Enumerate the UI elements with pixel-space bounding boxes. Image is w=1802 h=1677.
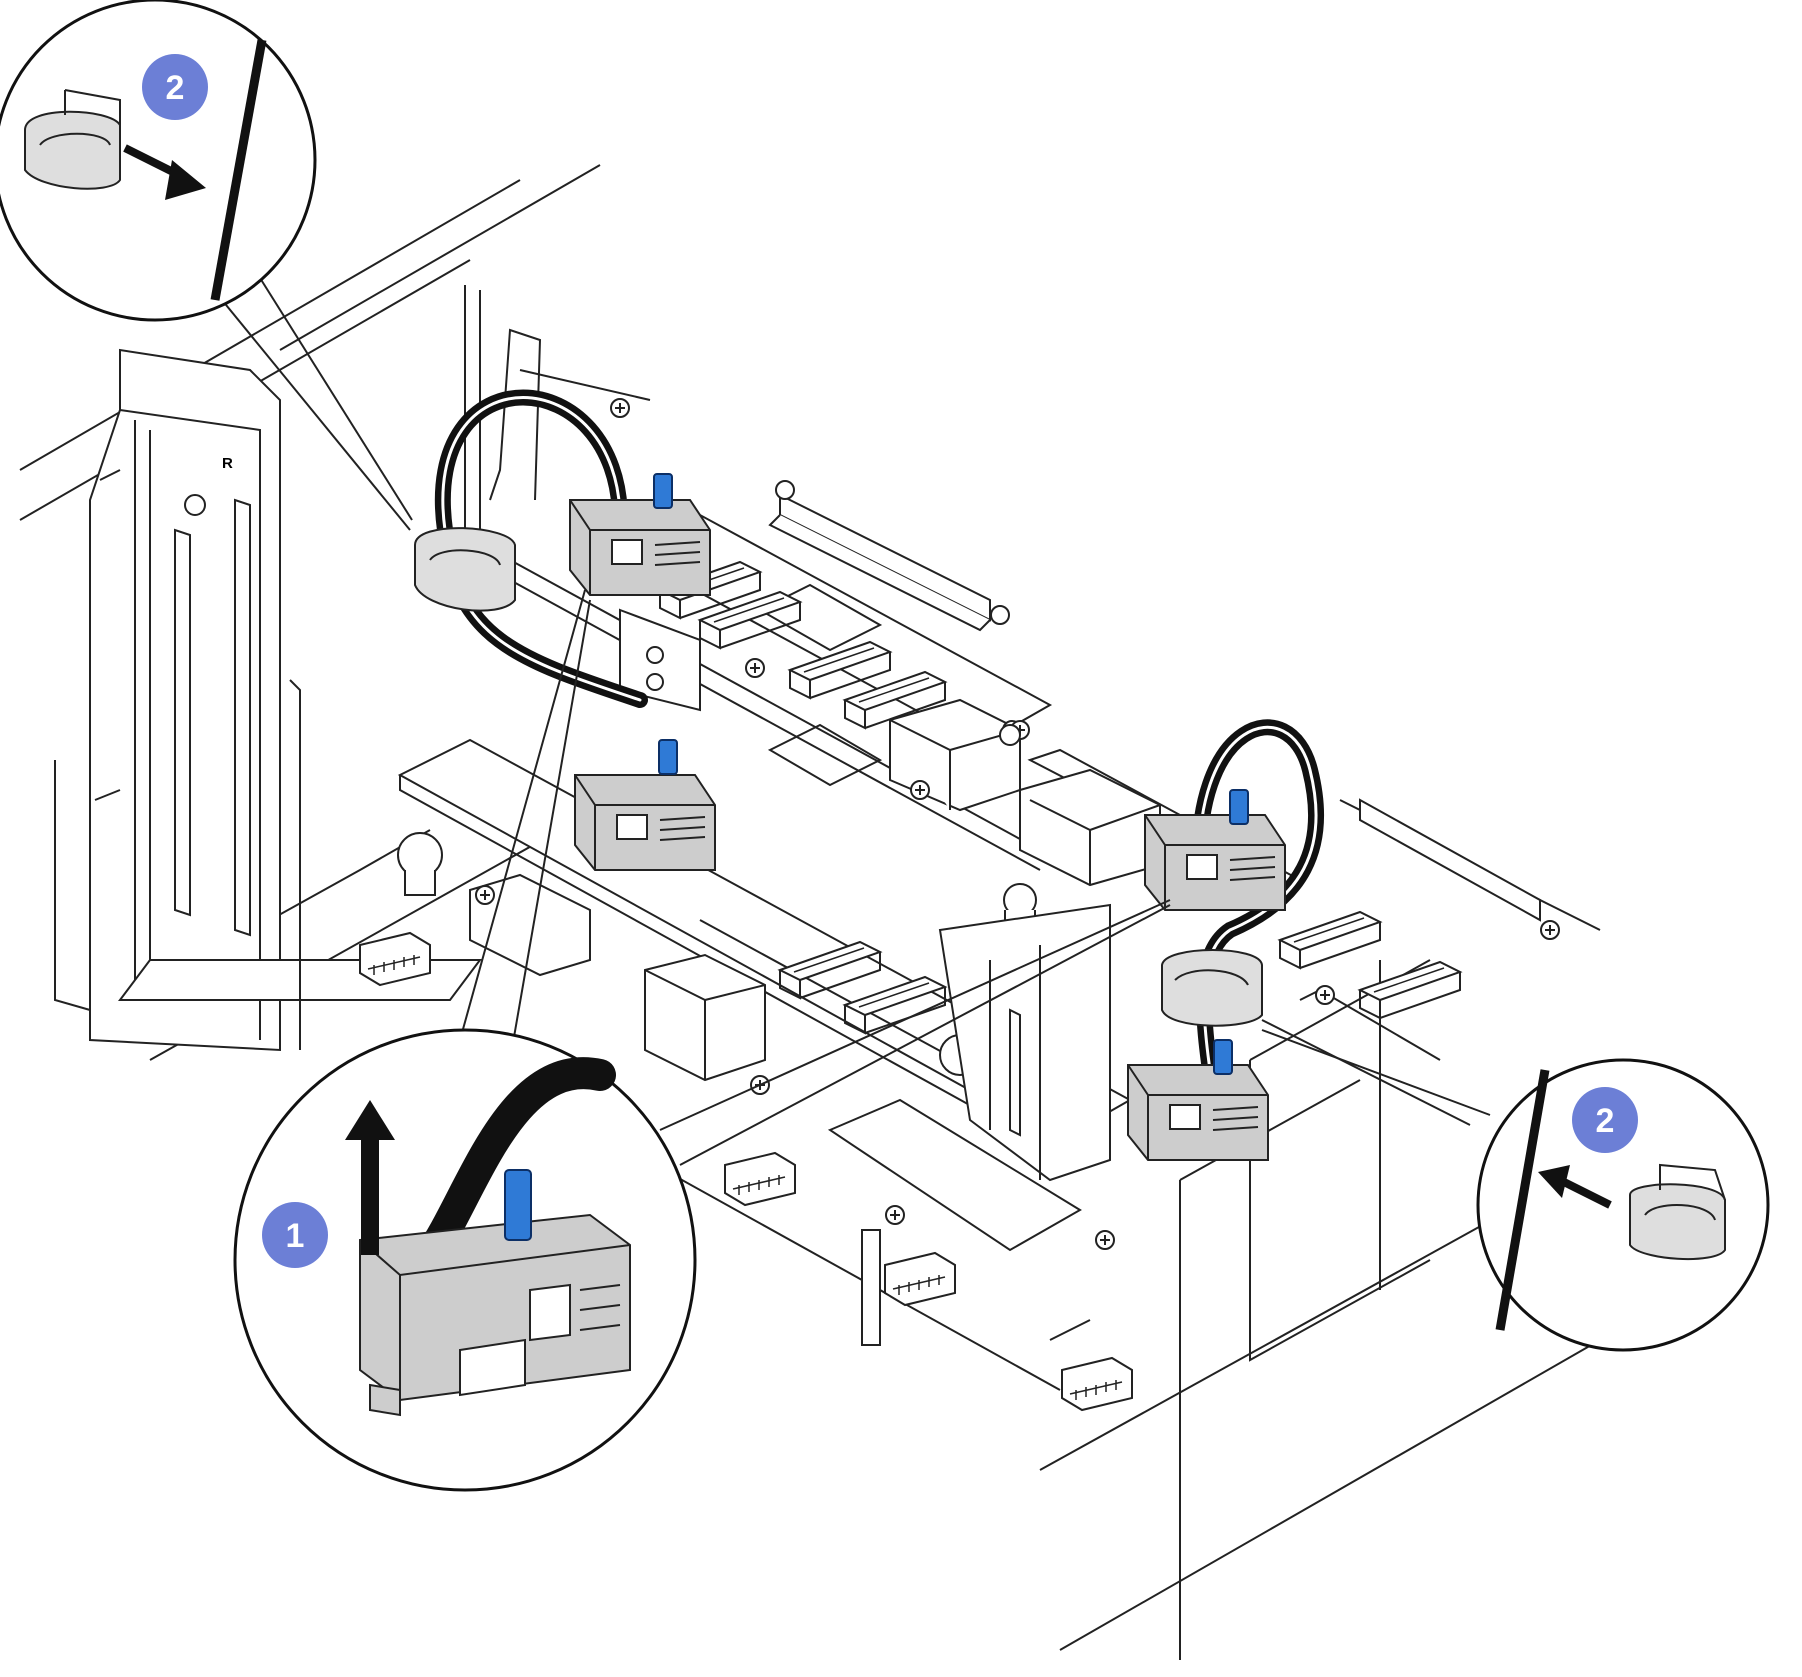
riser-label: R xyxy=(222,455,233,472)
zoom-circle-step-1 xyxy=(233,1028,697,1492)
connector-upper-left xyxy=(569,473,711,596)
step-2-lower-badge: 2 xyxy=(1572,1087,1638,1153)
connector-mid-left xyxy=(574,739,716,871)
long-bar-connector xyxy=(768,480,1541,922)
step-2-lower-number: 2 xyxy=(1596,1102,1615,1140)
step-1-badge: 1 xyxy=(262,1202,328,1268)
center-bracket xyxy=(619,608,1111,1182)
callout-leaders xyxy=(221,269,1491,1166)
step-2-upper-number: 2 xyxy=(166,69,185,107)
step-1-number: 1 xyxy=(286,1217,305,1255)
connector-right-lower xyxy=(1127,1039,1269,1161)
zoom-circle-step-2-lower xyxy=(1476,1058,1770,1352)
zoom-circle-step-2-upper xyxy=(0,0,317,322)
cable-clips xyxy=(414,527,1263,1027)
step-2-upper-badge: 2 xyxy=(142,54,208,120)
